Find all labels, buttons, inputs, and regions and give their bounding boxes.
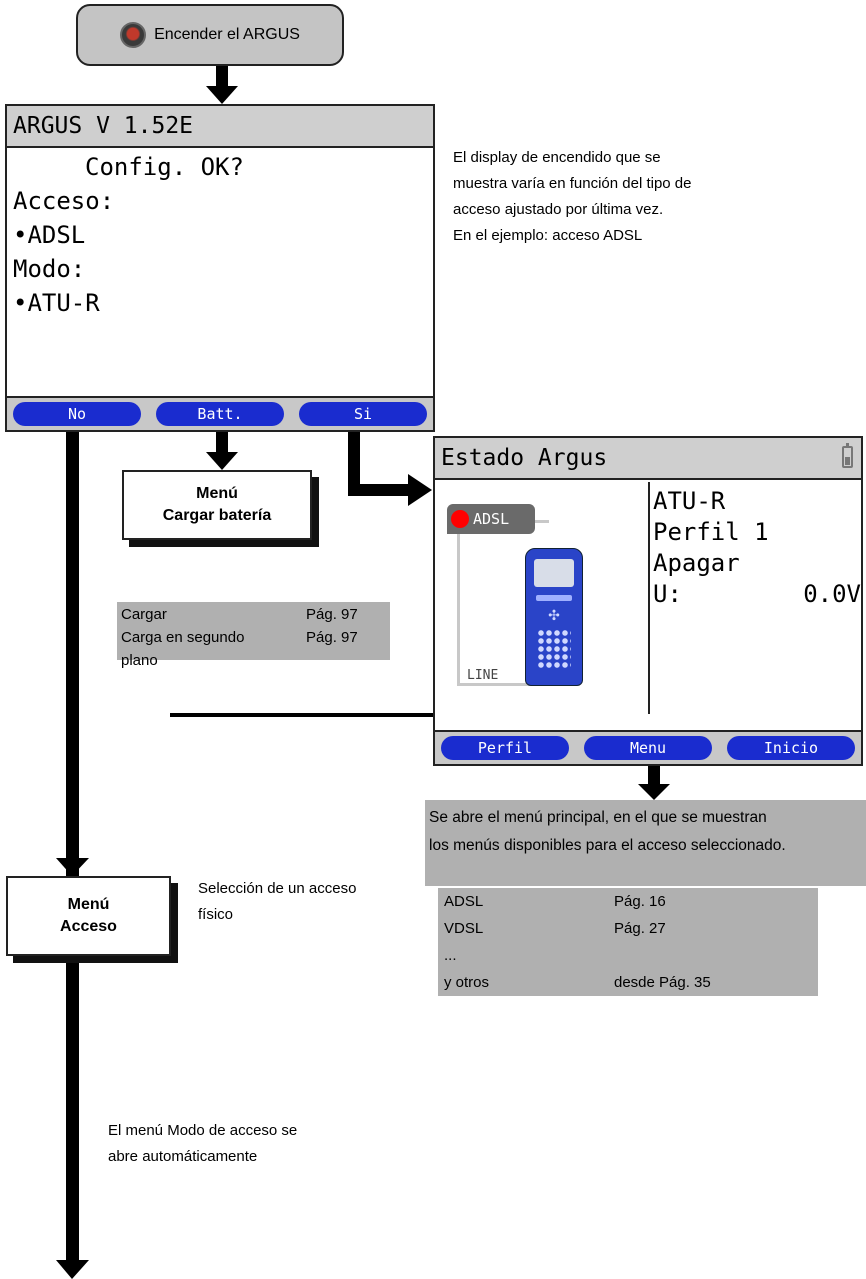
option-label: ... bbox=[444, 947, 457, 964]
table-row: Carga en segundo Pág. 97 bbox=[117, 626, 390, 649]
softkey-perfil[interactable]: Perfil bbox=[441, 736, 569, 760]
menu-battery-subtitle: Cargar batería bbox=[162, 507, 272, 524]
softkey-row: No Batt. Si bbox=[7, 396, 433, 430]
status-info: ATU-R Perfil 1 Apagar U: 0.0V bbox=[653, 486, 861, 610]
display-note-line: muestra varía en función del tipo de bbox=[453, 175, 692, 192]
access-options-table: ADSL Pág. 16 VDSL Pág. 27 ... y otros de… bbox=[438, 888, 818, 996]
start-button[interactable]: Encender el ARGUS bbox=[76, 4, 344, 66]
profile-value: Perfil 1 bbox=[653, 518, 769, 546]
table-row: Cargar Pág. 97 bbox=[117, 603, 390, 626]
connector-no-access bbox=[66, 432, 79, 862]
mode-note-line: abre automáticamente bbox=[108, 1148, 258, 1165]
power-button-icon bbox=[120, 22, 147, 48]
mode-note-line: El menú Modo de acceso se bbox=[108, 1122, 298, 1139]
access-note-line: Selección de un acceso bbox=[198, 880, 357, 897]
main-menu-note-line: Se abre el menú principal, en el que se … bbox=[429, 809, 767, 826]
status-screen: Estado Argus ADSL LINE ✣ ATU-R Perfil 1 … bbox=[433, 436, 863, 766]
battery-options-table: Cargar Pág. 97 Carga en segundo Pág. 97 … bbox=[117, 602, 390, 669]
option-label: y otros bbox=[444, 974, 490, 991]
argus-device-icon: ✣ bbox=[525, 548, 583, 686]
connector-batt-menu bbox=[216, 432, 228, 454]
table-row: y otros desde Pág. 35 bbox=[438, 969, 818, 996]
table-row: plano bbox=[117, 649, 390, 672]
device-mode: ATU-R bbox=[653, 487, 726, 515]
option-page: Pág. 97 bbox=[306, 629, 358, 646]
device-illustration: ADSL LINE ✣ bbox=[439, 496, 645, 692]
connector-si-vertical bbox=[348, 432, 360, 494]
menu-battery-title: Menú bbox=[196, 485, 238, 502]
voltage-label: U: bbox=[653, 580, 682, 608]
status-title-text: Estado Argus bbox=[441, 445, 608, 471]
mode-note: El menú Modo de acceso se abre automátic… bbox=[108, 1118, 297, 1170]
arrowhead-start-screen1 bbox=[206, 86, 238, 104]
option-page: Pág. 16 bbox=[614, 893, 666, 910]
option-page: Pág. 27 bbox=[614, 920, 666, 937]
adsl-tag-label: ADSL bbox=[473, 510, 510, 528]
voltage-value: 0.0V bbox=[803, 580, 861, 608]
softkey-no[interactable]: No bbox=[13, 402, 141, 426]
main-menu-note: Se abre el menú principal, en el que se … bbox=[425, 800, 866, 886]
power-on-screen: ARGUS V 1.52E Config. OK? Acceso: •ADSL … bbox=[5, 104, 435, 432]
arrowhead-si-screen2 bbox=[408, 474, 432, 506]
config-prompt: Config. OK? bbox=[85, 153, 244, 181]
access-label: Acceso: bbox=[13, 187, 115, 215]
screen-body: Config. OK? Acceso: •ADSL Modo: •ATU-R bbox=[7, 148, 433, 322]
mode-label: Modo: bbox=[13, 255, 86, 283]
connector-access-table bbox=[170, 713, 438, 717]
display-note-line: El display de encendido que se bbox=[453, 149, 661, 166]
arrowhead-access-mode bbox=[56, 1260, 89, 1279]
table-row: ... bbox=[438, 942, 818, 969]
display-note-line: En el ejemplo: acceso ADSL bbox=[453, 227, 643, 244]
screen-title: ARGUS V 1.52E bbox=[7, 106, 433, 148]
divider bbox=[648, 482, 650, 714]
display-note-line: acceso ajustado por última vez. bbox=[453, 201, 664, 218]
table-row: ADSL Pág. 16 bbox=[438, 888, 818, 915]
access-value: •ADSL bbox=[13, 221, 86, 249]
softkey-batt[interactable]: Batt. bbox=[156, 402, 284, 426]
option-label: ADSL bbox=[444, 893, 484, 910]
status-softkey-row: Perfil Menu Inicio bbox=[435, 730, 861, 764]
softkey-menu[interactable]: Menu bbox=[584, 736, 712, 760]
status-led-icon bbox=[451, 510, 469, 528]
access-note: Selección de un acceso físico bbox=[198, 876, 356, 928]
start-button-label: Encender el ARGUS bbox=[154, 26, 300, 43]
power-state: Apagar bbox=[653, 549, 740, 577]
option-label: Cargar bbox=[121, 606, 167, 623]
connector-start-screen1 bbox=[216, 66, 228, 88]
table-row: VDSL Pág. 27 bbox=[438, 915, 818, 942]
main-menu-note-line: los menús disponibles para el acceso sel… bbox=[429, 837, 786, 854]
option-label: VDSL bbox=[444, 920, 484, 937]
mode-value: •ATU-R bbox=[13, 289, 100, 317]
softkey-inicio[interactable]: Inicio bbox=[727, 736, 855, 760]
battery-icon bbox=[842, 443, 853, 468]
connector-si-horizontal bbox=[348, 484, 410, 496]
connector-access-mode bbox=[66, 762, 79, 1262]
option-page: Pág. 97 bbox=[306, 606, 358, 623]
option-page: desde Pág. 35 bbox=[614, 974, 711, 991]
menu-access-subtitle: Acceso bbox=[60, 918, 117, 935]
status-screen-title: Estado Argus bbox=[435, 438, 861, 480]
line-label: LINE bbox=[467, 668, 499, 683]
option-label: plano bbox=[121, 652, 158, 669]
adsl-tag: ADSL bbox=[447, 504, 535, 534]
connector-menu-note bbox=[648, 766, 660, 786]
option-label: Carga en segundo bbox=[121, 629, 245, 646]
menu-access-title: Menú bbox=[67, 896, 110, 913]
access-note-line: físico bbox=[198, 906, 234, 923]
arrowhead-menu-note bbox=[638, 784, 670, 800]
display-note: El display de encendido que se muestra v… bbox=[453, 145, 853, 249]
menu-battery-box[interactable]: Menú Cargar batería bbox=[122, 470, 312, 540]
menu-access-box[interactable]: Menú Acceso bbox=[6, 876, 171, 956]
arrowhead-batt-menu bbox=[206, 452, 238, 470]
softkey-si[interactable]: Si bbox=[299, 402, 427, 426]
